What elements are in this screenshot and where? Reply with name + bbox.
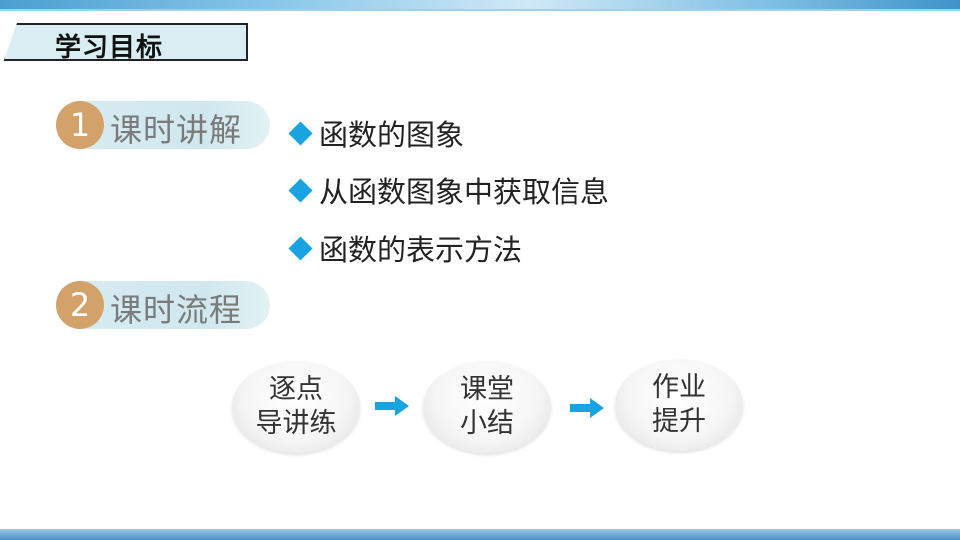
diamond-bullet-icon — [288, 235, 313, 261]
title-box: 学习目标 — [3, 23, 248, 63]
bottom-band — [0, 529, 960, 540]
flow-node-2-line2: 小结 — [460, 408, 514, 439]
section-number-1: 1 — [56, 101, 104, 149]
diamond-bullet-icon — [288, 177, 313, 203]
flow-node-1-line2: 导讲练 — [255, 408, 337, 439]
flow-node-3: 作业 提升 — [615, 359, 743, 451]
diamond-bullet-icon — [288, 120, 313, 146]
bullet-text-3: 函数的表示方法 — [319, 233, 523, 267]
section-1: 1 课时讲解 — [56, 101, 270, 149]
flow-node-1: 逐点 导讲练 — [232, 361, 360, 453]
section-label-2: 课时流程 — [110, 291, 243, 329]
flow-node-1-line1: 逐点 — [269, 374, 323, 405]
flow-node-3-line1: 作业 — [652, 372, 706, 403]
bullet-text-1: 函数的图象 — [319, 118, 465, 152]
section-number-2: 2 — [56, 281, 104, 329]
section-2: 2 课时流程 — [56, 281, 270, 329]
top-banner — [0, 0, 960, 11]
right-arrow-icon — [375, 396, 409, 416]
right-arrow-icon — [570, 398, 604, 418]
bullet-item-1: 函数的图象 — [288, 113, 464, 153]
bullet-item-3: 函数的表示方法 — [288, 228, 522, 268]
page-title: 学习目标 — [55, 33, 164, 63]
flow-node-3-line2: 提升 — [652, 406, 706, 437]
section-label-1: 课时讲解 — [110, 111, 243, 149]
bullet-text-2: 从函数图象中获取信息 — [319, 175, 610, 209]
bullet-item-2: 从函数图象中获取信息 — [288, 170, 609, 210]
flow-node-2: 课堂 小结 — [423, 361, 551, 453]
flow-node-2-line1: 课堂 — [460, 374, 514, 405]
